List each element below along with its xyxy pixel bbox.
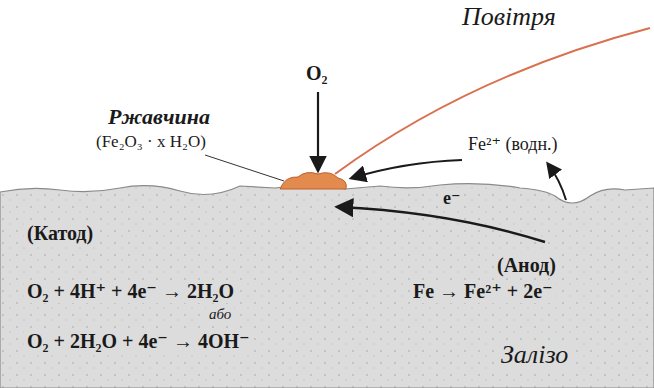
cathode-label: (Катод) — [24, 222, 96, 245]
air-boundary-curve — [335, 28, 650, 174]
pit-ion-arrow — [548, 164, 566, 200]
iron-body — [0, 184, 654, 388]
oxygen-label: O₂ — [306, 62, 328, 85]
air-label: Повітря — [462, 2, 556, 32]
anode-label: (Анод) — [494, 254, 559, 277]
ion-label: Fe²⁺ (водн.) — [468, 134, 558, 155]
electron-arrow — [338, 207, 545, 242]
or-word: або — [206, 306, 234, 323]
rust-label: Ржавчина — [108, 104, 210, 129]
cathode-equation: O₂ + 4H⁺ + 4e⁻ → 2H₂O — [24, 280, 237, 303]
rust-deposit — [280, 173, 346, 189]
electron-label: e⁻ — [440, 188, 464, 209]
oxygen-arrow — [317, 92, 319, 170]
iron-label: Залізо — [498, 340, 571, 370]
rust-formula: (Fe₂O₃ · x H₂O) — [96, 132, 206, 152]
leader-line — [205, 155, 284, 181]
cathode-equation: O₂ + 2H₂O + 4e⁻ → 4OH⁻ — [24, 330, 253, 353]
ion-arrow — [352, 160, 462, 178]
anode-equation: Fe → Fe²⁺ + 2e⁻ — [410, 280, 556, 303]
